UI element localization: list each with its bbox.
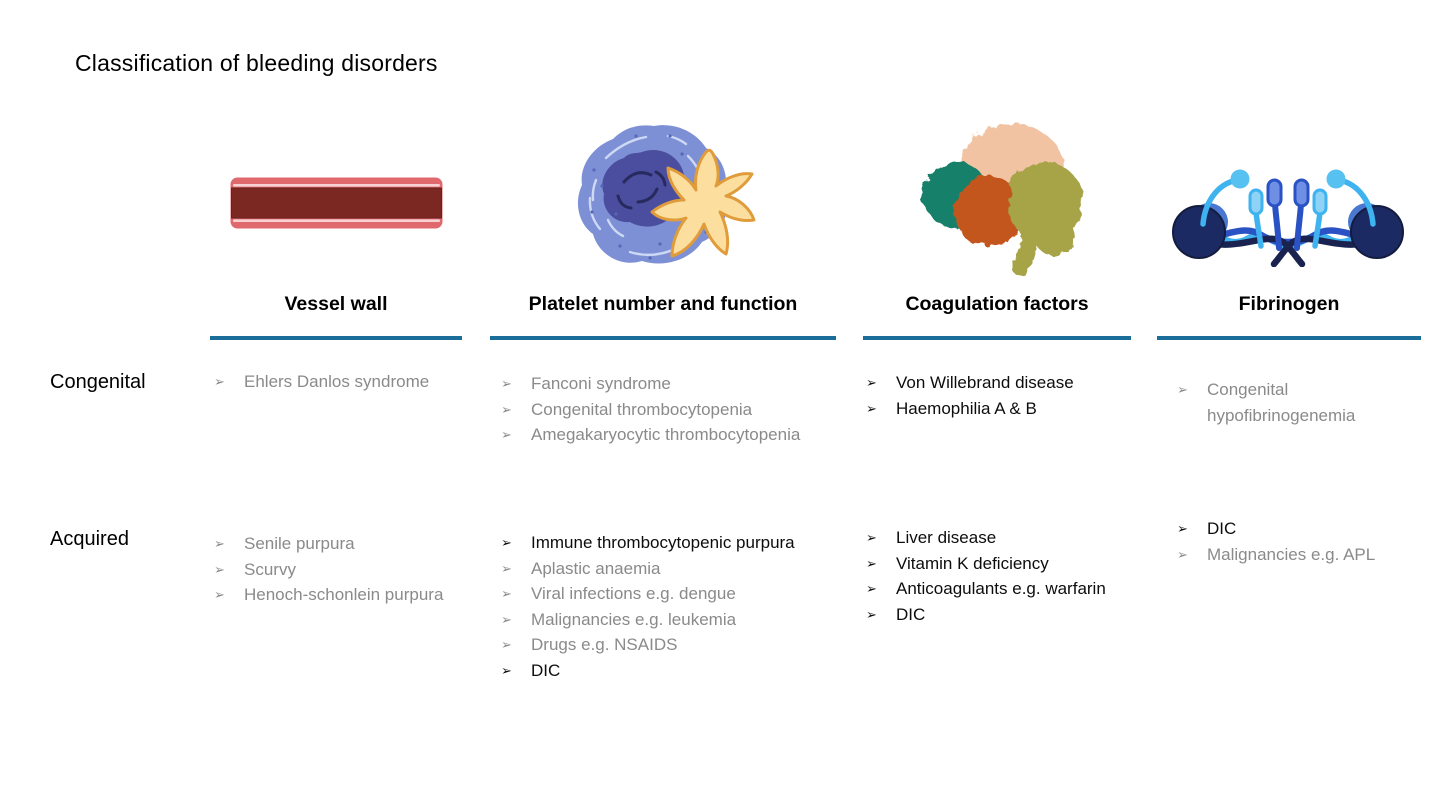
page-title: Classification of bleeding disorders [75, 50, 438, 76]
list-item: ➢Scurvy [214, 557, 494, 583]
arrow-bullet-icon: ➢ [501, 427, 512, 442]
list-item: ➢Congenital thrombocytopenia [501, 397, 861, 423]
arrow-bullet-icon: ➢ [866, 530, 877, 545]
list-item: ➢Amegakaryocytic thrombocytopenia [501, 422, 861, 448]
arrow-bullet-icon: ➢ [866, 606, 877, 622]
arrow-bullet-icon: ➢ [866, 400, 877, 416]
list-item: ➢Congenital hypofibrinogenemia [1177, 377, 1417, 428]
row-label-congenital: Congenital [50, 371, 146, 393]
list-item: ➢DIC [1177, 516, 1427, 542]
coagulation-protein-icon [902, 112, 1097, 277]
arrow-bullet-icon: ➢ [866, 375, 877, 390]
list-item: ➢Fanconi syndrome [501, 371, 861, 397]
arrow-bullet-icon: ➢ [214, 374, 225, 389]
header-underline [490, 336, 836, 340]
arrow-bullet-icon: ➢ [501, 560, 512, 576]
vessel-wall-acquired-list: ➢Senile purpura ➢Scurvy ➢Henoch-schonlei… [214, 531, 494, 608]
arrow-bullet-icon: ➢ [501, 586, 512, 601]
list-item: ➢Aplastic anaemia [501, 556, 861, 582]
list-item: ➢DIC [501, 658, 861, 684]
arrow-bullet-icon: ➢ [501, 611, 512, 627]
arrow-bullet-icon: ➢ [501, 376, 512, 391]
arrow-bullet-icon: ➢ [501, 401, 512, 417]
row-label-acquired: Acquired [50, 528, 129, 550]
list-item: ➢Malignancies e.g. APL [1177, 542, 1427, 568]
coagulation-acquired-list: ➢Liver disease ➢Vitamin K deficiency ➢An… [866, 525, 1166, 627]
platelet-acquired-list: ➢Immune thrombocytopenic purpura ➢Aplast… [501, 530, 861, 683]
fibrinogen-acquired-list: ➢DIC ➢Malignancies e.g. APL [1177, 516, 1427, 567]
list-item: ➢Liver disease [866, 525, 1166, 551]
column-header-coagulation: Coagulation factors [905, 293, 1089, 315]
list-item: ➢Von Willebrand disease [866, 370, 1156, 396]
arrow-bullet-icon: ➢ [866, 581, 877, 596]
list-item: ➢Vitamin K deficiency [866, 551, 1166, 577]
arrow-bullet-icon: ➢ [214, 536, 225, 551]
arrow-bullet-icon: ➢ [214, 561, 225, 577]
list-item: ➢Ehlers Danlos syndrome [214, 369, 484, 395]
coagulation-congenital-list: ➢Von Willebrand disease ➢Haemophilia A &… [866, 370, 1156, 421]
blood-vessel-icon [230, 177, 443, 229]
arrow-bullet-icon: ➢ [501, 662, 512, 678]
column-header-vessel-wall: Vessel wall [284, 293, 388, 315]
arrow-bullet-icon: ➢ [501, 535, 512, 550]
list-item: ➢Senile purpura [214, 531, 494, 557]
list-item: ➢DIC [866, 602, 1166, 628]
vessel-wall-congenital-list: ➢Ehlers Danlos syndrome [214, 369, 484, 395]
arrow-bullet-icon: ➢ [214, 587, 225, 602]
header-underline [1157, 336, 1421, 340]
list-item: ➢Anticoagulants e.g. warfarin [866, 576, 1166, 602]
arrow-bullet-icon: ➢ [1177, 546, 1188, 562]
list-item: ➢Henoch-schonlein purpura [214, 582, 494, 608]
arrow-bullet-icon: ➢ [866, 555, 877, 571]
list-item: ➢Haemophilia A & B [866, 396, 1156, 422]
arrow-bullet-icon: ➢ [1177, 521, 1188, 536]
megakaryocyte-platelet-icon [572, 120, 762, 270]
list-item: ➢Drugs e.g. NSAIDS [501, 632, 861, 658]
column-header-platelet: Platelet number and function [528, 293, 798, 315]
column-header-fibrinogen: Fibrinogen [1238, 293, 1340, 315]
arrow-bullet-icon: ➢ [501, 637, 512, 652]
fibrinogen-molecule-icon [1163, 162, 1413, 267]
arrow-bullet-icon: ➢ [1177, 382, 1188, 397]
platelet-congenital-list: ➢Fanconi syndrome ➢Congenital thrombocyt… [501, 371, 861, 448]
header-underline [863, 336, 1131, 340]
header-underline [210, 336, 462, 340]
list-item: ➢Immune thrombocytopenic purpura [501, 530, 861, 556]
list-item: ➢Viral infections e.g. dengue [501, 581, 861, 607]
fibrinogen-congenital-list: ➢Congenital hypofibrinogenemia [1177, 377, 1417, 428]
list-item: ➢Malignancies e.g. leukemia [501, 607, 861, 633]
